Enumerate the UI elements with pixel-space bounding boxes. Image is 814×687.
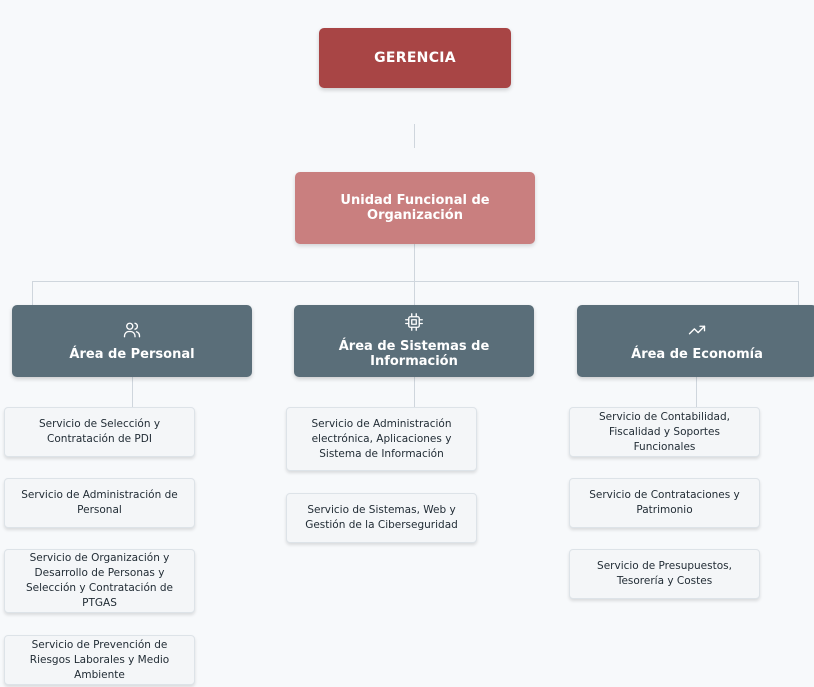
service-prevencion-riesgos[interactable]: Servicio de Prevención de Riesgos Labora…	[4, 635, 195, 685]
service-administracion-electronica[interactable]: Servicio de Administración electrónica, …	[286, 407, 477, 471]
gerencia-node[interactable]: GERENCIA	[319, 28, 511, 88]
users-icon	[123, 322, 141, 337]
unidad-label: Unidad Funcional de Organización	[340, 193, 490, 223]
service-label: Servicio de Sistemas, Web y Gestión de l…	[305, 504, 458, 531]
area-personal-node[interactable]: Área de Personal	[12, 305, 252, 377]
connector-area-personal	[32, 281, 33, 305]
service-label: Servicio de Administración de Personal	[21, 489, 178, 516]
area-economia-node[interactable]: Área de Economía	[577, 305, 814, 377]
service-seleccion-pdi[interactable]: Servicio de Selección y Contratación de …	[4, 407, 195, 457]
area-sistemas-node[interactable]: Área de Sistemas de Información	[294, 305, 534, 377]
service-presupuestos[interactable]: Servicio de Presupuestos, Tesorería y Co…	[569, 549, 760, 599]
service-label: Servicio de Presupuestos, Tesorería y Co…	[597, 560, 732, 587]
trending-up-icon	[688, 325, 706, 334]
area-sistemas-label: Área de Sistemas de Información	[338, 339, 490, 369]
connector-gerencia-unidad	[414, 124, 415, 148]
connector-personal-services	[132, 377, 133, 407]
cpu-icon	[405, 313, 423, 331]
service-administracion-personal[interactable]: Servicio de Administración de Personal	[4, 478, 195, 528]
area-personal-label: Área de Personal	[69, 346, 195, 362]
connector-horizontal	[32, 281, 799, 282]
service-contrataciones[interactable]: Servicio de Contrataciones y Patrimonio	[569, 478, 760, 528]
service-sistemas-web[interactable]: Servicio de Sistemas, Web y Gestión de l…	[286, 493, 477, 543]
service-label: Servicio de Organización y Desarrollo de…	[26, 552, 173, 609]
connector-area-economia	[798, 281, 799, 305]
connector-economia-services	[696, 377, 697, 407]
service-label: Servicio de Administración electrónica, …	[311, 417, 452, 460]
area-economia-label: Área de Economía	[631, 346, 763, 362]
service-contabilidad[interactable]: Servicio de Contabilidad, Fiscalidad y S…	[569, 407, 760, 457]
connector-sistemas-services	[414, 377, 415, 407]
service-label: Servicio de Selección y Contratación de …	[38, 418, 161, 445]
unidad-node[interactable]: Unidad Funcional de Organización	[295, 172, 535, 244]
service-label: Servicio de Prevención de Riesgos Labora…	[29, 638, 170, 681]
service-organizacion-ptgas[interactable]: Servicio de Organización y Desarrollo de…	[4, 549, 195, 613]
service-label: Servicio de Contrataciones y Patrimonio	[589, 489, 740, 516]
connector-area-sistemas	[414, 281, 415, 305]
service-label: Servicio de Contabilidad, Fiscalidad y S…	[599, 410, 730, 453]
connector-unidad-down	[414, 244, 415, 281]
gerencia-label: GERENCIA	[374, 50, 456, 66]
